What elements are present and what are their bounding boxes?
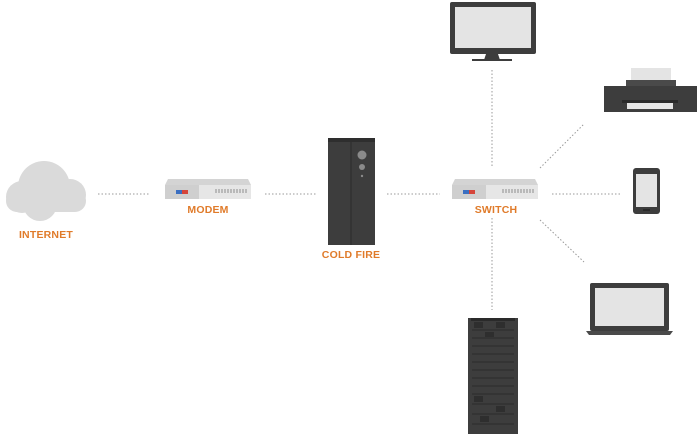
connectors <box>98 70 620 310</box>
monitor-icon <box>450 2 536 61</box>
connector-switch-laptop <box>539 219 585 263</box>
server-rack-icon <box>468 318 518 434</box>
laptop-icon <box>586 283 673 335</box>
printer-icon <box>604 68 697 112</box>
connector-switch-printer <box>539 123 585 169</box>
internet-label: INTERNET <box>18 229 74 241</box>
smartphone-icon <box>633 168 660 214</box>
firewall-label: COLD FIRE <box>321 249 381 261</box>
firewall-tower-icon <box>328 138 375 245</box>
cloud-icon <box>6 161 86 221</box>
network-switch-icon <box>452 179 538 199</box>
switch-label: SWITCH <box>474 204 518 216</box>
modem-icon <box>165 179 251 199</box>
modem-label: MODEM <box>187 204 229 216</box>
